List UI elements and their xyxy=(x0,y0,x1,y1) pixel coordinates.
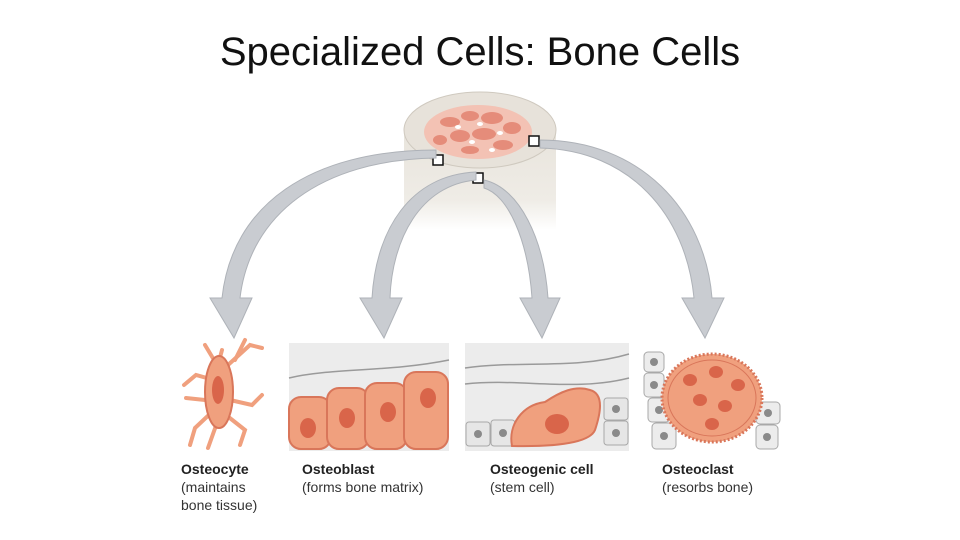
arrow-to-osteogenic xyxy=(483,179,561,340)
osteocyte-illustration xyxy=(182,338,264,450)
osteoblast-label: Osteoblast (forms bone matrix) xyxy=(302,460,423,496)
osteoclast-label: Osteoclast (resorbs bone) xyxy=(662,460,753,496)
bone-cross-section xyxy=(403,91,557,230)
cell-name: Osteoclast xyxy=(662,461,734,477)
cell-description: (stem cell) xyxy=(490,479,555,495)
arrow-to-osteoclast xyxy=(539,139,725,340)
cell-name: Osteoblast xyxy=(302,461,375,477)
osteoclast-illustration xyxy=(643,351,781,450)
osteoblast-illustration xyxy=(288,343,450,451)
marker-square xyxy=(528,135,540,147)
cell-name: Osteogenic cell xyxy=(490,461,594,477)
osteocyte-label: Osteocyte (maintains bone tissue) xyxy=(181,460,257,514)
cell-description: (maintains bone tissue) xyxy=(181,479,258,513)
marker-square xyxy=(432,154,444,166)
osteogenic-cell-illustration xyxy=(464,343,630,451)
cell-description: (resorbs bone) xyxy=(662,479,754,495)
slide-title: Specialized Cells: Bone Cells xyxy=(219,30,741,74)
cell-description: (forms bone matrix) xyxy=(302,479,424,495)
cell-name: Osteocyte xyxy=(181,461,249,477)
arrow-to-osteocyte xyxy=(209,149,437,340)
arrow-to-osteoblast xyxy=(359,171,477,340)
osteogenic-cell-label: Osteogenic cell (stem cell) xyxy=(490,460,593,496)
